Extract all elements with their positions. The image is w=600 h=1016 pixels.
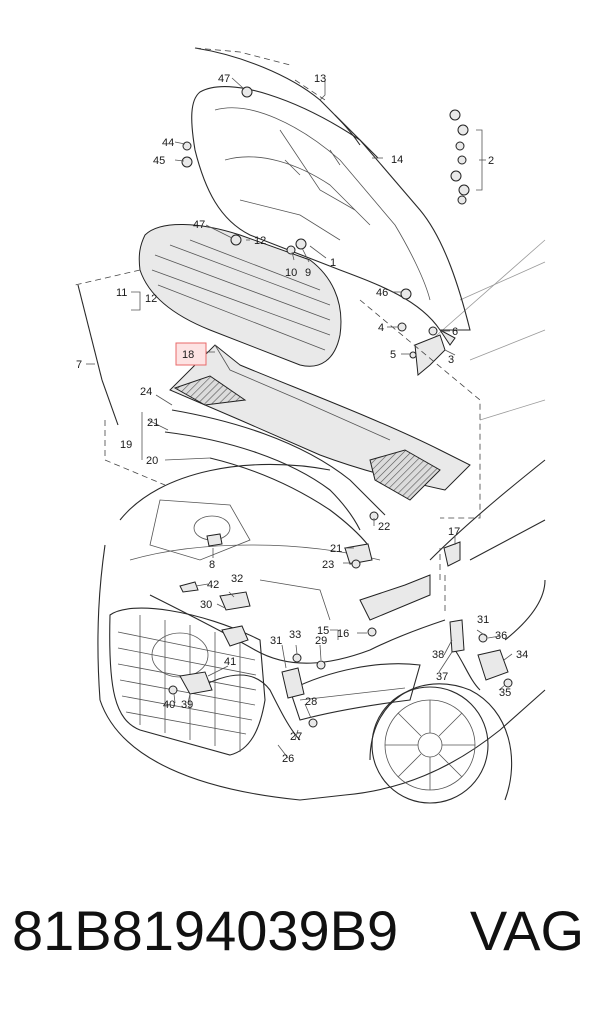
callout-22: 22 bbox=[378, 521, 390, 533]
callout-45: 45 bbox=[153, 155, 165, 167]
callout-18-highlight bbox=[175, 342, 207, 366]
callout-39: 39 bbox=[181, 699, 193, 711]
callout-14: 14 bbox=[391, 154, 403, 166]
callout-7: 7 bbox=[76, 359, 82, 371]
callout-41: 41 bbox=[224, 656, 236, 668]
callout-17: 17 bbox=[448, 526, 460, 538]
callout-27: 27 bbox=[290, 731, 302, 743]
callout-2: 2 bbox=[488, 155, 494, 167]
leader-lines bbox=[74, 47, 513, 759]
callout-20: 20 bbox=[146, 455, 158, 467]
callout-10: 10 bbox=[285, 267, 297, 279]
callout-21b: 21 bbox=[330, 543, 342, 555]
callout-31b: 31 bbox=[477, 614, 489, 626]
callout-29: 29 bbox=[315, 635, 327, 647]
callout-19: 19 bbox=[120, 439, 132, 451]
callout-12b: 12 bbox=[145, 293, 157, 305]
callout-11: 11 bbox=[116, 287, 127, 299]
callout-1: 1 bbox=[330, 257, 336, 269]
callout-30: 30 bbox=[200, 599, 212, 611]
callout-3: 3 bbox=[448, 354, 454, 366]
callout-24: 24 bbox=[140, 386, 152, 398]
callout-13: 13 bbox=[314, 73, 326, 85]
callout-8: 8 bbox=[209, 559, 215, 571]
callout-16: 16 bbox=[337, 628, 349, 640]
callout-40: 40 bbox=[163, 699, 175, 711]
callout-26: 26 bbox=[282, 753, 294, 765]
callout-37: 37 bbox=[436, 671, 448, 683]
callout-9: 9 bbox=[305, 267, 311, 279]
callout-36: 36 bbox=[495, 630, 507, 642]
callout-28: 28 bbox=[305, 696, 317, 708]
callout-12a: 12 bbox=[254, 235, 266, 247]
callout-38: 38 bbox=[432, 649, 444, 661]
callout-42: 42 bbox=[207, 579, 219, 591]
callout-34: 34 bbox=[516, 649, 528, 661]
callout-35: 35 bbox=[499, 687, 511, 699]
callout-5: 5 bbox=[390, 349, 396, 361]
car-body bbox=[97, 239, 546, 804]
callout-15: 15 bbox=[317, 625, 329, 637]
callout-44: 44 bbox=[162, 137, 174, 149]
callout-47b: 47 bbox=[193, 219, 205, 231]
callout-46: 46 bbox=[376, 287, 388, 299]
callout-6: 6 bbox=[452, 326, 458, 338]
callout-21a: 21 bbox=[147, 417, 159, 429]
brand-label: VAG bbox=[469, 899, 584, 962]
callout-18: 18 bbox=[182, 349, 194, 361]
part-number: 81B8194039B9 bbox=[12, 899, 399, 962]
callout-47a: 47 bbox=[218, 73, 230, 85]
callout-4: 4 bbox=[378, 322, 384, 334]
footer: 81B8194039B9 VAG bbox=[0, 898, 600, 978]
callout-33: 33 bbox=[289, 629, 301, 641]
callout-32: 32 bbox=[231, 573, 243, 585]
callout-31a: 31 bbox=[270, 635, 282, 647]
hood bbox=[191, 86, 471, 331]
callout-labels: 1 2 3 4 5 6 7 8 9 10 11 12 12 13 14 15 1… bbox=[76, 73, 528, 765]
exploded-parts-diagram: 1 2 3 4 5 6 7 8 9 10 11 12 12 13 14 15 1… bbox=[74, 47, 546, 804]
callout-23: 23 bbox=[322, 559, 334, 571]
